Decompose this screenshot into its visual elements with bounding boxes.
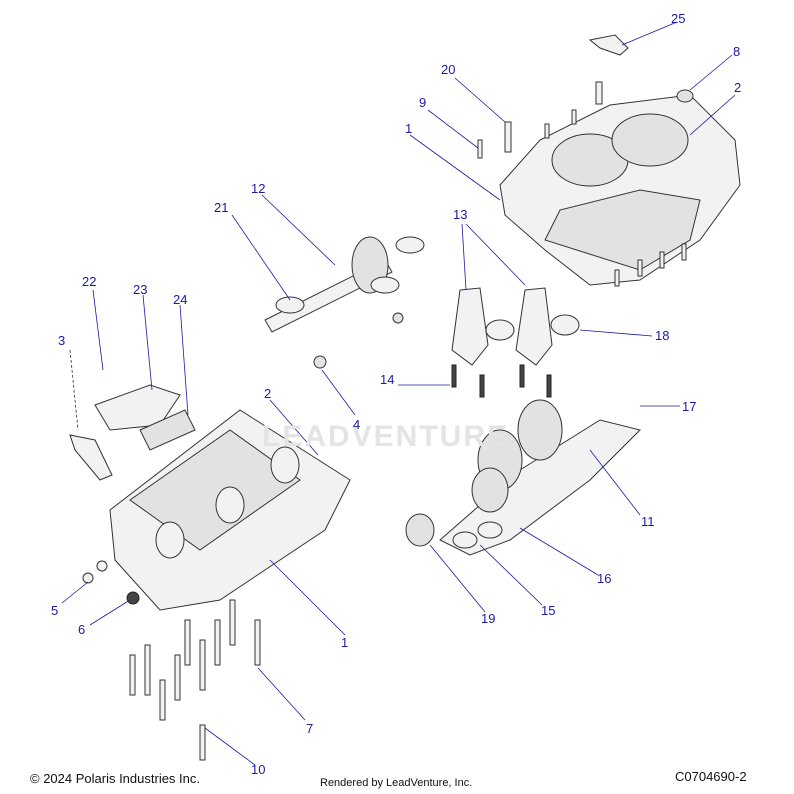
bearing-15 [452,531,478,549]
callout-11[interactable]: 11 [641,514,655,529]
connecting-rods[interactable] [451,287,580,398]
lower-bolts [129,599,261,761]
crankshaft[interactable] [439,399,641,556]
callout-3[interactable]: 3 [58,333,66,348]
upper-crankcase[interactable] [499,94,741,286]
watermark: LEADVENTURE [262,420,510,453]
callout-1-lower[interactable]: 1 [341,635,349,650]
oil-seal-19 [405,513,435,547]
lever-25 [588,34,629,56]
callout-19[interactable]: 19 [481,611,496,626]
nut-6 [126,591,140,605]
callout-6[interactable]: 6 [78,622,86,637]
callout-13[interactable]: 13 [453,207,468,222]
callout-25[interactable]: 25 [671,11,686,26]
dowel-pin [392,312,404,324]
callout-21[interactable]: 21 [214,200,229,215]
callout-5[interactable]: 5 [51,603,59,618]
callout-17[interactable]: 17 [682,399,697,414]
diagram-part-number: C0704690-2 [675,769,747,784]
callout-18[interactable]: 18 [655,328,670,343]
callout-24[interactable]: 24 [173,292,188,307]
callout-20[interactable]: 20 [441,62,456,77]
gasket-24 [139,409,196,451]
oil-pump-23 [94,384,181,431]
rendered-by-text: Rendered by LeadVenture, Inc. [320,777,473,789]
copyright-text: © 2024 Polaris Industries Inc. [30,771,200,786]
callout-14[interactable]: 14 [380,372,395,387]
lower-crankcase[interactable] [109,409,351,611]
callout-12[interactable]: 12 [251,181,266,196]
callout-22[interactable]: 22 [82,274,97,289]
plug-8 [676,89,694,103]
callout-8[interactable]: 8 [733,44,741,59]
bearing-16 [477,521,503,539]
plug-4 [313,355,327,369]
bracket-3 [69,434,113,481]
callout-10[interactable]: 10 [251,762,266,777]
callout-16[interactable]: 16 [597,571,612,586]
callout-23[interactable]: 23 [133,282,148,297]
callout-1-upper[interactable]: 1 [405,121,413,136]
callout-9[interactable]: 9 [419,95,427,110]
callout-2-upper[interactable]: 2 [734,80,742,95]
balance-shaft[interactable] [264,236,425,333]
leader-lines [61,21,736,766]
upper-bolts [477,81,687,287]
callout-15[interactable]: 15 [541,603,556,618]
washers-5 [82,560,108,584]
callout-2-lower[interactable]: 2 [264,386,272,401]
callout-4[interactable]: 4 [353,417,361,432]
callout-7[interactable]: 7 [306,721,314,736]
